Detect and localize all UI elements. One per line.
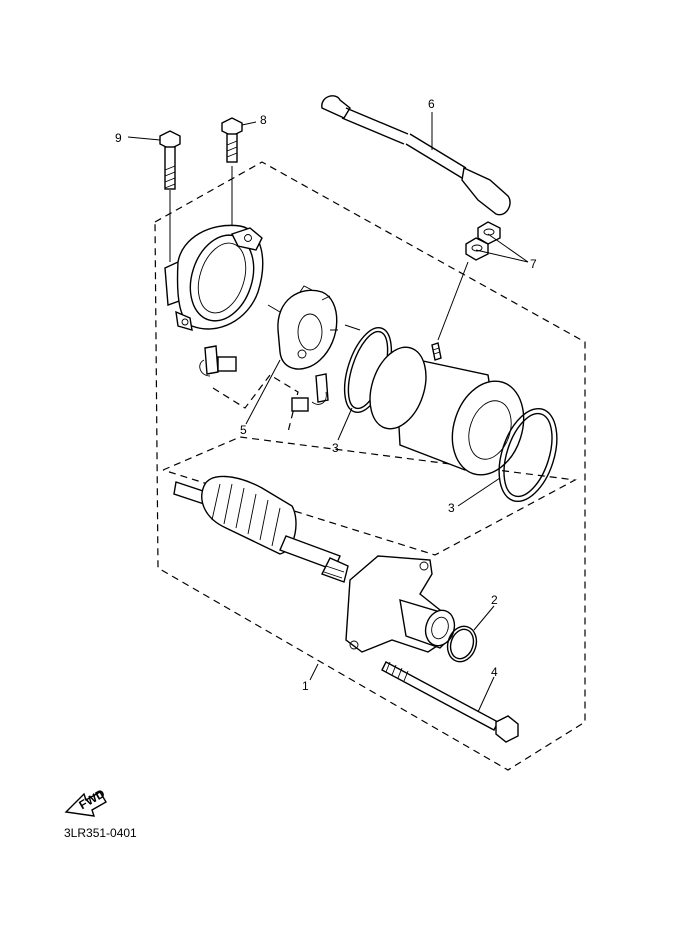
fwd-arrow-icon: FWD: [64, 786, 107, 817]
armature: [173, 475, 349, 583]
callout-7: 7: [530, 257, 537, 271]
callout-3-upper: 3: [332, 441, 339, 455]
brush-right: [291, 373, 329, 412]
callout-5: 5: [240, 423, 247, 437]
lead-wire: [321, 95, 511, 216]
callout-3-lower: 3: [448, 501, 455, 515]
callout-4: 4: [491, 665, 498, 679]
front-cover: [345, 555, 456, 653]
rear-cover: [164, 224, 264, 331]
o-ring-2: [446, 625, 478, 663]
brush-plate: [267, 285, 361, 370]
brush-left: [199, 345, 237, 377]
long-bolt-4: [381, 661, 519, 743]
leader-lines: [127, 112, 529, 713]
callout-2: 2: [491, 593, 498, 607]
o-ring-lower: [498, 407, 558, 503]
callout-6: 6: [428, 97, 435, 111]
bolt-9: [159, 130, 181, 262]
callout-9: 9: [115, 131, 122, 145]
callout-1: 1: [302, 679, 309, 693]
diagram-code: 3LR351-0401: [64, 826, 137, 840]
nut-lower: [465, 237, 489, 261]
yoke-body: [369, 261, 525, 476]
callout-8: 8: [260, 113, 267, 127]
bolt-8: [221, 117, 243, 232]
